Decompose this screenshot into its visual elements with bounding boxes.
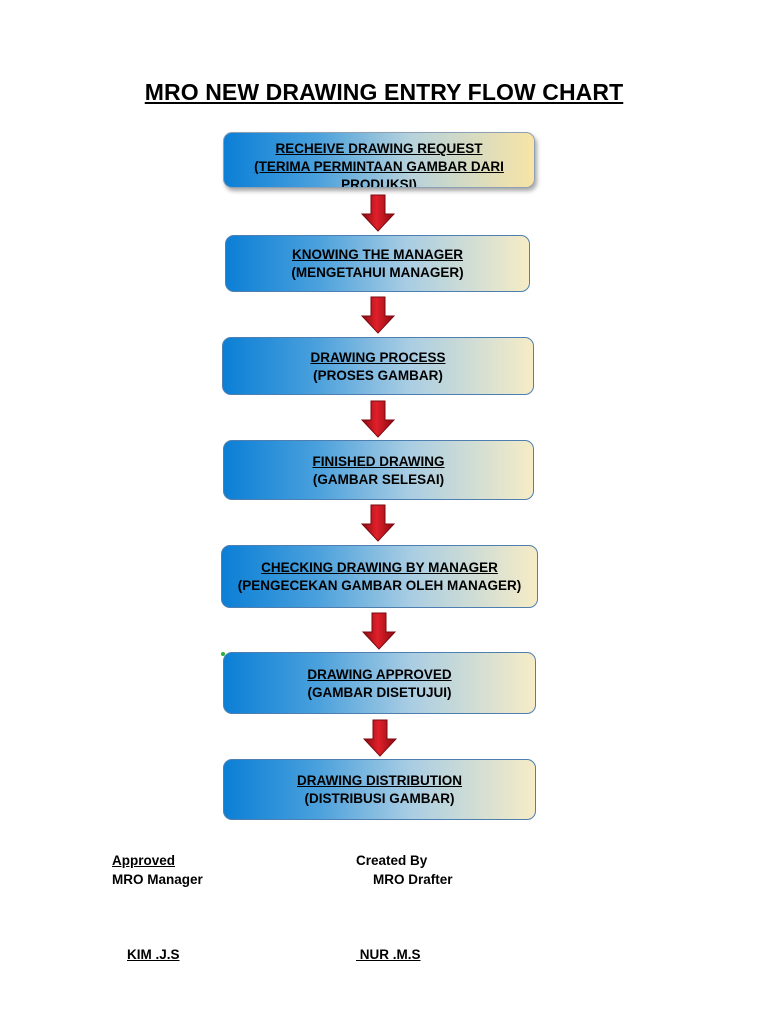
step-subtitle: (GAMBAR DISETUJUI)	[307, 685, 452, 700]
step-subtitle: (PENGECEKAN GAMBAR OLEH MANAGER)	[237, 578, 522, 593]
down-arrow-icon	[361, 400, 395, 438]
step-subtitle: (DISTRIBUSI GAMBAR)	[304, 791, 455, 806]
created-label: Created By	[356, 853, 428, 868]
step-title: KNOWING THE MANAGER	[292, 247, 463, 262]
flow-step-drawing-process: DRAWING PROCESS (PROSES GAMBAR)	[222, 337, 534, 395]
flow-step-receive-request: RECHEIVE DRAWING REQUEST (TERIMA PERMINT…	[223, 132, 535, 188]
created-name: NUR .M.S	[356, 947, 421, 962]
down-arrow-icon	[361, 504, 395, 542]
marker-dot	[221, 652, 225, 656]
down-arrow-icon	[361, 194, 395, 232]
down-arrow-icon	[363, 719, 397, 757]
step-subtitle: (MENGETAHUI MANAGER)	[291, 265, 464, 280]
created-role: MRO Drafter	[373, 872, 453, 887]
flow-step-checking-drawing: CHECKING DRAWING BY MANAGER (PENGECEKAN …	[221, 545, 538, 608]
step-subtitle: (GAMBAR SELESAI)	[312, 472, 445, 487]
step-title: CHECKING DRAWING BY MANAGER	[261, 560, 498, 575]
flow-step-finished-drawing: FINISHED DRAWING (GAMBAR SELESAI)	[223, 440, 534, 500]
step-subtitle: (PROSES GAMBAR)	[313, 368, 443, 383]
flow-step-drawing-distribution: DRAWING DISTRIBUTION (DISTRIBUSI GAMBAR)	[223, 759, 536, 820]
step-title: DRAWING PROCESS	[310, 350, 446, 365]
step-title: DRAWING APPROVED	[307, 667, 452, 682]
step-subtitle: (TERIMA PERMINTAAN GAMBAR DARI PRODUKSI)	[254, 159, 504, 188]
approved-label: Approved	[112, 853, 176, 868]
down-arrow-icon	[362, 612, 396, 650]
page-title: MRO NEW DRAWING ENTRY FLOW CHART	[144, 79, 624, 105]
flow-step-drawing-approved: DRAWING APPROVED (GAMBAR DISETUJUI)	[223, 652, 536, 714]
approved-name: KIM .J.S	[127, 947, 180, 962]
step-title: DRAWING DISTRIBUTION	[297, 773, 462, 788]
step-title: RECHEIVE DRAWING REQUEST	[275, 141, 483, 156]
step-title: FINISHED DRAWING	[312, 454, 445, 469]
approved-role: MRO Manager	[112, 872, 203, 887]
down-arrow-icon	[361, 296, 395, 334]
flow-step-knowing-manager: KNOWING THE MANAGER (MENGETAHUI MANAGER)	[225, 235, 530, 292]
